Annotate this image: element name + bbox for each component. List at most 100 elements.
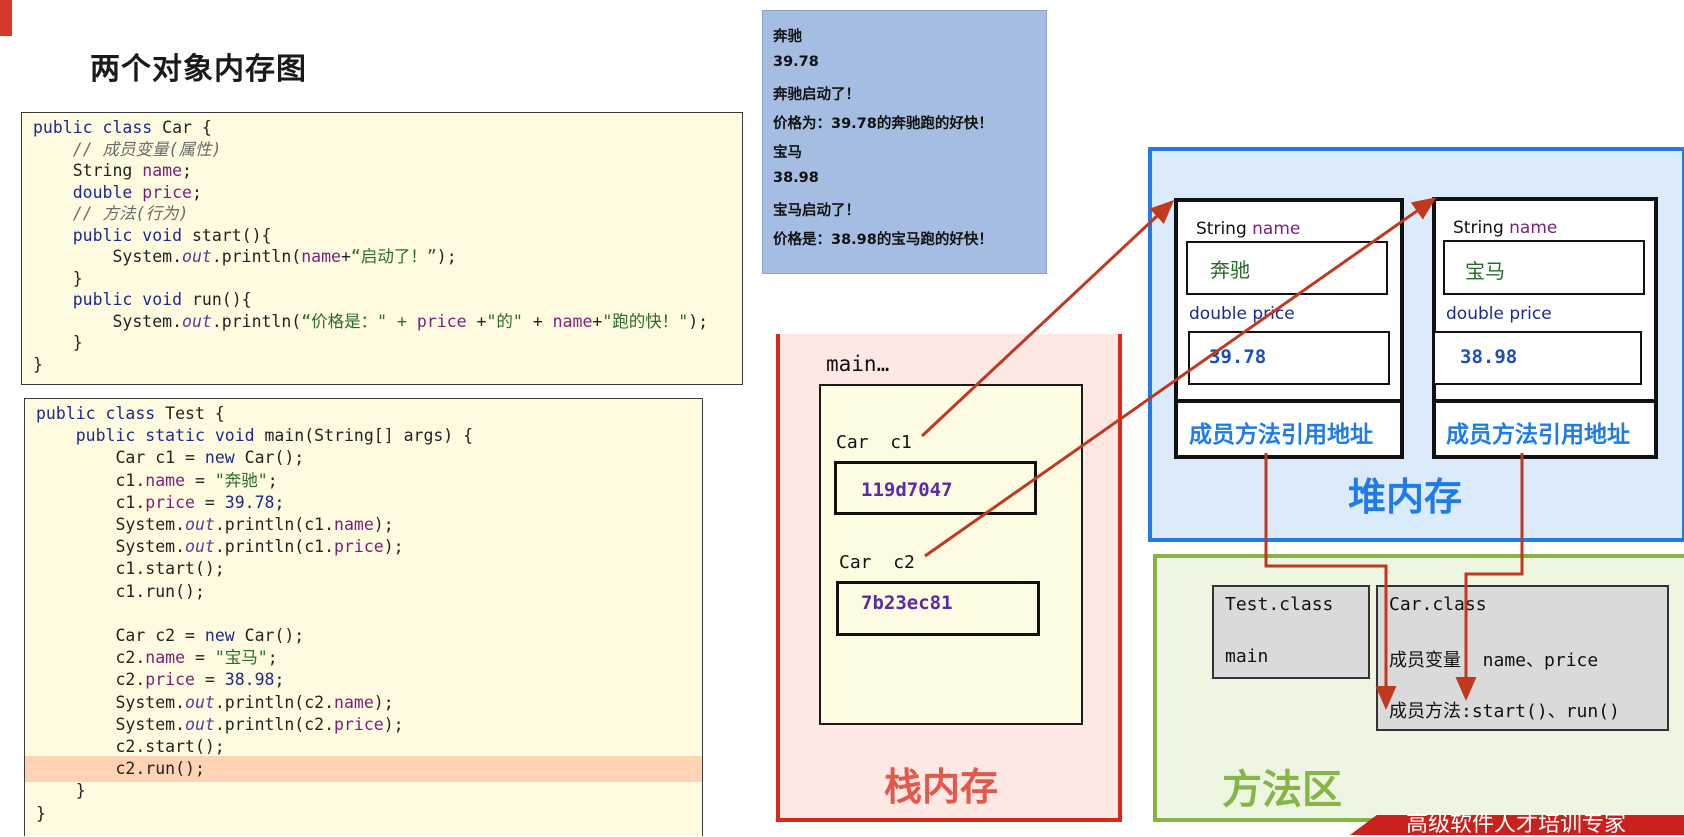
test-class-box <box>1212 585 1370 679</box>
code-token: ; <box>191 182 202 202</box>
code-line: c2.start(); <box>36 736 224 758</box>
object-1-price-box <box>1188 331 1390 385</box>
stack-var-c2-address: 7b23ec81 <box>861 592 953 614</box>
code-token: System. <box>33 311 183 331</box>
code-token: new <box>204 448 245 468</box>
object-1-divider <box>1178 399 1400 403</box>
code-token: public void <box>72 225 192 245</box>
code-token: price <box>334 714 384 734</box>
code-token: public class <box>33 118 163 137</box>
code-line: Car c2 = new Car(); <box>36 625 304 647</box>
car-class-methods: 成员方法:start()、run() <box>1389 701 1620 722</box>
code-token: name <box>142 161 183 180</box>
code-token: ); <box>373 515 394 534</box>
code-token: = <box>185 470 215 490</box>
arrow-object-1-to-methods <box>1264 453 1397 710</box>
code-token: 39.78 <box>224 492 275 512</box>
code-token: out <box>182 247 212 266</box>
object-2-name-box <box>1443 240 1645 295</box>
code-token: price <box>145 492 195 512</box>
code-token: double <box>72 182 143 202</box>
main-stack-frame <box>819 384 1083 725</box>
stack-var-c1-label: Car c1 <box>836 432 912 453</box>
var-type: Car <box>839 552 872 573</box>
code-token: c1.run(); <box>36 581 205 601</box>
code-token: c1. <box>36 470 146 490</box>
code-token: new <box>204 626 245 645</box>
heap-memory-label: 堆内存 <box>1348 475 1463 519</box>
stack-var-c1-box <box>834 461 1037 515</box>
code-line: System.out.println(c2.price); <box>36 714 404 736</box>
field-type: String <box>1453 218 1504 238</box>
field-type: String <box>1196 219 1247 239</box>
arrow-object-2-to-methods <box>1455 453 1524 701</box>
code-line: c2.run(); <box>36 758 205 780</box>
code-token: c2.run(); <box>36 759 205 779</box>
code-token: name <box>552 311 593 331</box>
var-name: c2 <box>893 552 915 573</box>
car-class-fields: 成员变量: name、price <box>1389 650 1599 671</box>
method-area-label: 方法区 <box>1222 767 1342 813</box>
code-line: // 成员变量(属性) <box>33 139 222 161</box>
code-line: } <box>33 268 83 290</box>
code-token: ); <box>688 311 709 331</box>
code-token: Test { <box>165 404 225 423</box>
code-token: “价格是：" + <box>301 311 417 331</box>
code-token: price <box>145 670 195 690</box>
object-2-divider <box>1436 399 1654 403</box>
object-2-method-ref: 成员方法引用地址 <box>1446 422 1630 448</box>
var-name: c1 <box>890 432 912 453</box>
code-token: start(){ <box>191 225 272 245</box>
code-token: .println(c1. <box>214 515 335 534</box>
code-token: System. <box>33 247 183 266</box>
code-token: Car(); <box>244 448 305 468</box>
code-token: } <box>36 781 86 801</box>
object-2-price-box <box>1433 331 1642 385</box>
object-2-price-field: double price <box>1446 304 1552 324</box>
code-token: 38.98 <box>224 670 275 690</box>
code-line: Car c1 = new Car(); <box>36 447 304 469</box>
arrow-c1-to-object-1 <box>920 199 1175 438</box>
field-type: double <box>1446 304 1504 324</box>
code-line: double price; <box>33 182 202 204</box>
code-token: System. <box>36 692 186 712</box>
footer-banner <box>1350 815 1684 835</box>
object-1-name-box <box>1186 241 1388 295</box>
code-token: System. <box>36 515 186 534</box>
code-token: + <box>340 247 351 266</box>
code-token: ); <box>383 714 404 734</box>
code-token: } <box>33 268 83 288</box>
console-line: 奔驰启动了！ <box>773 87 860 103</box>
code-line: } <box>33 354 43 376</box>
code-line: c1.start(); <box>36 558 224 580</box>
code-token: + <box>592 311 603 331</box>
code-token: ); <box>436 247 457 266</box>
code-token: out <box>185 537 215 557</box>
footer-slogan: 高级软件人才培训专家 <box>1406 812 1627 837</box>
code-line: c1.name = "奔驰"; <box>36 470 277 492</box>
code-token: out <box>185 692 215 712</box>
code-token: public void <box>72 290 192 309</box>
code-line: c1.price = 39.78; <box>36 492 284 514</box>
code-line: public void start(){ <box>33 225 272 247</box>
code-token: .println( <box>211 247 302 266</box>
console-line: 38.98 <box>773 170 819 186</box>
code-token: ; <box>274 492 285 512</box>
code-token: price <box>334 537 384 557</box>
code-line: System.out.println(c2.name); <box>36 692 394 714</box>
field-type: double <box>1189 304 1247 324</box>
code-token: ); <box>373 692 394 712</box>
object-2-name-field: String name <box>1453 218 1557 238</box>
code-token: ; <box>274 670 285 690</box>
code-token: } <box>33 333 83 352</box>
code-token: ; <box>182 161 192 180</box>
code-token: // 成员变量(属性) <box>72 139 222 159</box>
corner-accent <box>0 0 12 36</box>
object-1-name-field: String name <box>1196 219 1300 239</box>
code-token: c2. <box>36 648 146 668</box>
code-token: c1. <box>36 492 146 512</box>
field-name: price <box>1509 304 1552 324</box>
car-class-name: Car.class <box>1389 594 1487 615</box>
code-token: "宝马" <box>214 648 268 668</box>
